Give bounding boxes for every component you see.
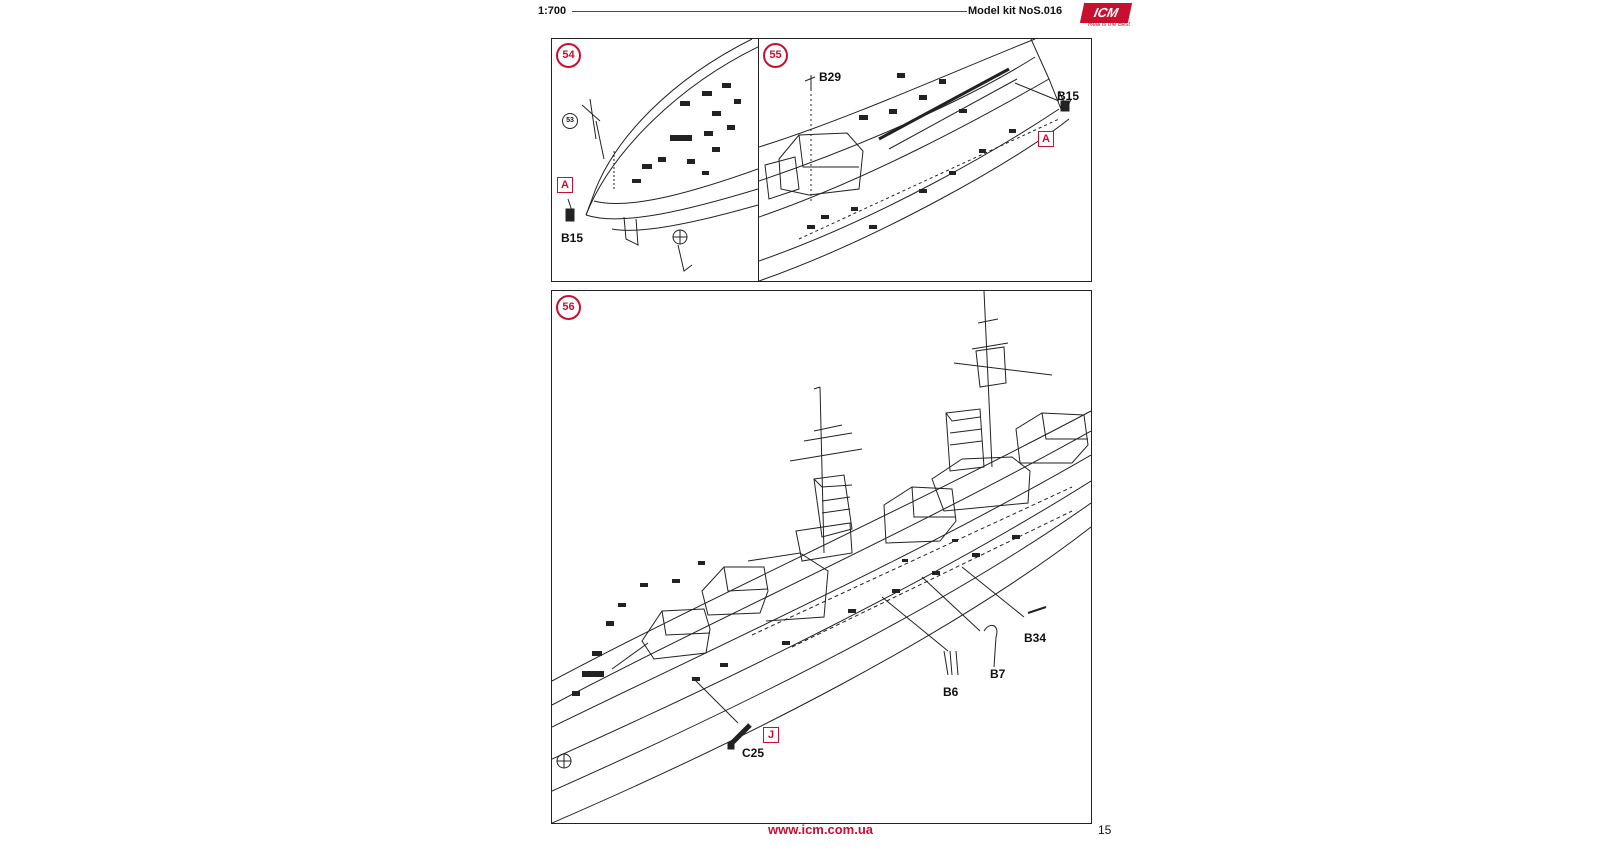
step-53-reference: 53 — [562, 113, 578, 129]
subassembly-a-marker: A — [557, 177, 573, 193]
subassembly-a-marker: A — [1038, 131, 1054, 147]
step-56-number: 56 — [556, 295, 581, 320]
subassembly-j-marker: J — [763, 727, 779, 743]
part-b7-label: B7 — [990, 667, 1006, 681]
logo-tagline: Real is the Best — [1088, 22, 1131, 28]
scale-label: 1:700 — [538, 5, 567, 17]
step-56-panel: 56 B34 B6 B7 J C25 — [551, 290, 1092, 824]
part-b15-label: B15 — [561, 231, 584, 245]
header-rule — [572, 11, 967, 12]
step-54-panel: 54 53 A B15 — [551, 38, 759, 282]
part-c25-label: C25 — [742, 746, 765, 760]
step-55-drawing — [759, 39, 1072, 281]
step-54-drawing — [565, 39, 758, 272]
part-b6-label: B6 — [943, 685, 959, 699]
website-link[interactable]: www.icm.com.ua — [768, 822, 873, 837]
part-b15-label: B15 — [1057, 89, 1080, 103]
step-54-number: 54 — [556, 43, 581, 68]
icm-logo: ICM Real is the Best — [1079, 3, 1133, 31]
kit-number-label: Model kit NoS.016 — [968, 5, 1063, 17]
step-55-number: 55 — [763, 43, 788, 68]
step-56-drawing — [552, 291, 1091, 823]
part-b29-label: B29 — [819, 70, 842, 84]
page-number: 15 — [1098, 823, 1112, 837]
step-55-panel: 55 B29 B15 A — [758, 38, 1092, 282]
logo-mark: ICM — [1079, 3, 1133, 23]
part-b34-label: B34 — [1024, 631, 1047, 645]
